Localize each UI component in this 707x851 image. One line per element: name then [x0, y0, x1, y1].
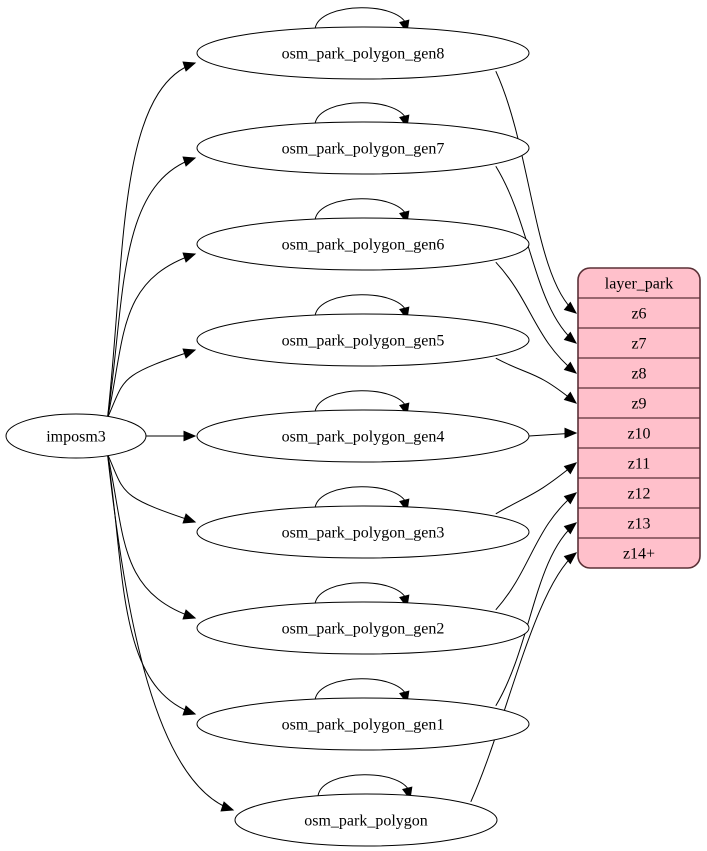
- arrowhead-imposm3-to-osm_park_polygon_gen5: [182, 348, 197, 359]
- node-osm_park_polygon_gen6[interactable]: [196, 217, 530, 271]
- edge-osm_park_polygon_gen3-to-z11: [495, 462, 577, 515]
- node-label-imposm3: imposm3: [46, 429, 106, 446]
- table-row-z13[interactable]: z13: [627, 516, 650, 533]
- node-osm_park_polygon[interactable]: [234, 793, 498, 847]
- node-osm_park_polygon_gen4[interactable]: [196, 409, 530, 463]
- node-label-osm_park_polygon_gen7: osm_park_polygon_gen7: [282, 141, 445, 158]
- arrowhead-osm_park_polygon_gen5-to-z9: [563, 391, 578, 404]
- node-osm_park_polygon_gen3[interactable]: [196, 505, 530, 559]
- table-row-z7[interactable]: z7: [631, 336, 646, 353]
- edge-imposm3-to-osm_park_polygon_gen7: [107, 157, 196, 419]
- node-osm_park_polygon_gen1[interactable]: [196, 697, 530, 751]
- self-loop-osm_park_polygon_gen3: [314, 486, 408, 509]
- edge-osm_park_polygon_gen8-to-z6: [495, 70, 577, 314]
- self-loop-osm_park_polygon_gen4: [314, 390, 408, 413]
- edge-osm_park_polygon_gen6-to-z8: [495, 261, 577, 374]
- edge-imposm3-to-osm_park_polygon: [107, 453, 234, 811]
- table-row-z6[interactable]: z6: [631, 306, 646, 323]
- self-loop-osm_park_polygon_gen1: [314, 678, 408, 701]
- node-label-osm_park_polygon_gen2: osm_park_polygon_gen2: [282, 621, 445, 638]
- node-label-osm_park_polygon_gen5: osm_park_polygon_gen5: [282, 333, 445, 350]
- self-loop-osm_park_polygon_gen8: [314, 7, 408, 30]
- node-osm_park_polygon_gen7[interactable]: [196, 121, 530, 175]
- edge-osm_park_polygon_gen7-to-z7: [495, 165, 577, 344]
- edge-imposm3-to-osm_park_polygon_gen8: [107, 62, 196, 419]
- self-loop-osm_park_polygon_gen5: [314, 294, 408, 317]
- edge-osm_park_polygon_gen1-to-z13: [495, 522, 577, 707]
- arrowhead-osm_park_polygon_gen4-to-z10: [564, 427, 578, 439]
- arrowhead-imposm3-to-osm_park_polygon_gen2: [182, 609, 197, 620]
- edge-imposm3-to-osm_park_polygon_gen5: [107, 349, 196, 419]
- arrowhead-osm_park_polygon_gen2-to-z12: [563, 492, 578, 505]
- node-osm_park_polygon_gen8[interactable]: [196, 26, 530, 80]
- node-label-osm_park_polygon: osm_park_polygon: [304, 813, 428, 830]
- nodes-layer: imposm3 osm_park_polygon_gen8 osm_park_pol…: [5, 26, 530, 847]
- table-row-z12[interactable]: z12: [627, 486, 650, 503]
- table-row-z9[interactable]: z9: [631, 396, 646, 413]
- self-loop-osm_park_polygon_gen6: [314, 198, 408, 221]
- table-row-z10[interactable]: z10: [627, 426, 650, 443]
- layer-park-table-header: layer_park: [605, 276, 673, 293]
- node-label-osm_park_polygon_gen8: osm_park_polygon_gen8: [282, 46, 445, 63]
- edge-imposm3-to-osm_park_polygon_gen2: [107, 453, 196, 619]
- edge-imposm3-to-osm_park_polygon_gen6: [107, 253, 196, 419]
- self-loop-osm_park_polygon: [317, 774, 411, 797]
- arrowhead-imposm3-to-osm_park_polygon_gen7: [182, 156, 197, 167]
- self-loop-osm_park_polygon_gen2: [314, 582, 408, 605]
- arrowhead-osm_park_polygon_gen6-to-z8: [563, 361, 578, 374]
- edges-layer: [107, 7, 578, 812]
- layer-park-table-group: layer_park z6 z7 z8 z9 z10 z11 z12 z13 z14+: [577, 267, 701, 569]
- arrowhead-osm_park_polygon_gen8-to-z6: [563, 301, 578, 314]
- node-osm_park_polygon_gen5[interactable]: [196, 313, 530, 367]
- self-loop-osm_park_polygon_gen7: [314, 102, 408, 125]
- node-label-osm_park_polygon_gen1: osm_park_polygon_gen1: [282, 717, 445, 734]
- arrowhead-osm_park_polygon_gen1-to-z13: [563, 522, 578, 535]
- arrowhead-imposm3-to-osm_park_polygon_gen8: [182, 61, 197, 72]
- table-row-z11[interactable]: z11: [628, 456, 651, 473]
- arrowhead-osm_park_polygon-to-z14plus: [563, 552, 578, 565]
- arrowhead-imposm3-to-osm_park_polygon_gen3: [182, 513, 197, 524]
- arrowhead-imposm3-to-osm_park_polygon_gen1: [182, 705, 197, 716]
- edge-imposm3-to-osm_park_polygon_gen3: [107, 453, 196, 523]
- node-osm_park_polygon_gen2[interactable]: [196, 601, 530, 655]
- table-row-z8[interactable]: z8: [631, 366, 646, 383]
- arrowhead-imposm3-to-osm_park_polygon_gen4: [183, 430, 197, 442]
- table-row-z14plus[interactable]: z14+: [623, 546, 655, 563]
- arrowhead-osm_park_polygon_gen7-to-z7: [563, 331, 578, 344]
- edge-imposm3-to-osm_park_polygon_gen1: [107, 453, 196, 715]
- arrowhead-osm_park_polygon_gen3-to-z11: [563, 462, 578, 475]
- node-label-osm_park_polygon_gen3: osm_park_polygon_gen3: [282, 525, 445, 542]
- arrowhead-imposm3-to-osm_park_polygon: [220, 801, 235, 812]
- node-label-osm_park_polygon_gen6: osm_park_polygon_gen6: [282, 237, 445, 254]
- edge-osm_park_polygon_gen2-to-z12: [495, 492, 577, 611]
- node-imposm3-node[interactable]: [5, 413, 147, 459]
- arrowhead-imposm3-to-osm_park_polygon_gen6: [182, 252, 197, 263]
- node-label-osm_park_polygon_gen4: osm_park_polygon_gen4: [282, 429, 445, 446]
- edge-osm_park_polygon-to-z14plus: [470, 552, 577, 803]
- edge-osm_park_polygon_gen5-to-z9: [495, 357, 577, 404]
